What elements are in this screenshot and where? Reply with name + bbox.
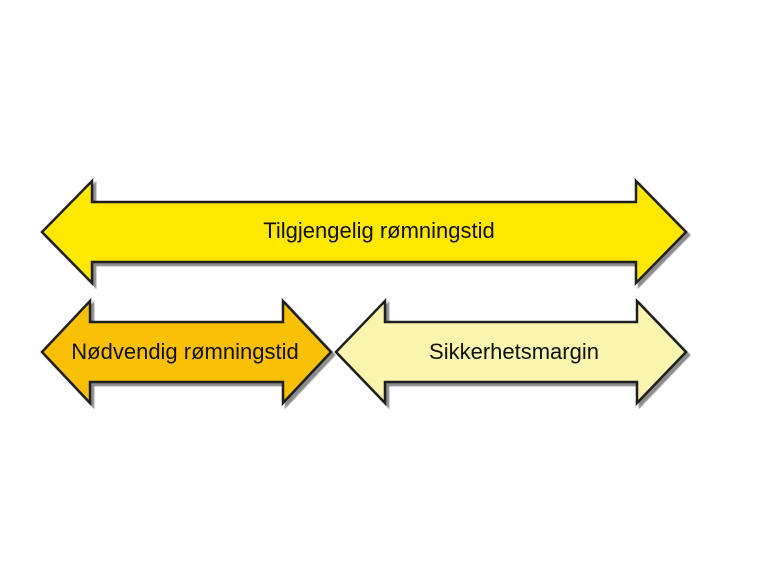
required-time-arrow (40, 297, 333, 407)
required-time-label: Nødvendig rømningstid (71, 339, 299, 364)
available-time-arrow (40, 177, 688, 287)
safety-margin-arrow (334, 297, 688, 407)
safety-margin-label: Sikkerhetsmargin (429, 339, 599, 364)
available-time-label: Tilgjengelig rømningstid (263, 218, 495, 243)
